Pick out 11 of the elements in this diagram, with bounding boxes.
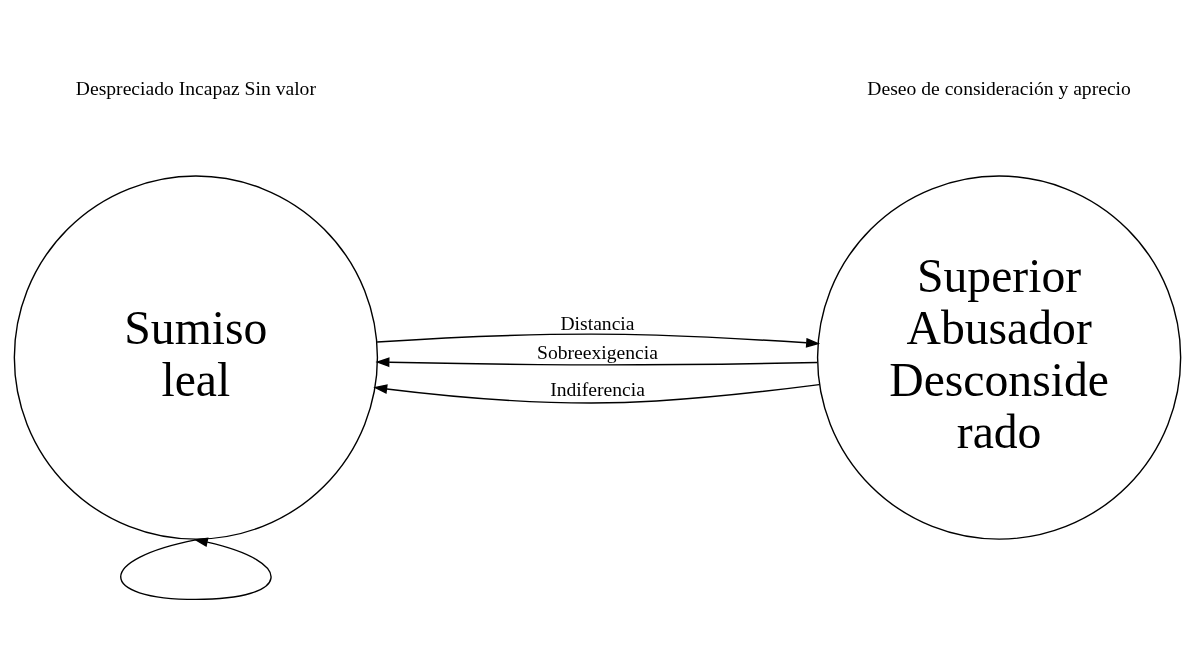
edge-label: Indiferencia bbox=[550, 378, 645, 400]
edge-label: Sobreexigencia bbox=[537, 342, 658, 364]
node-circle: Sumiso leal bbox=[13, 175, 379, 540]
label: Deseo de consideración y aprecio bbox=[867, 78, 1131, 100]
node-circle: Superior Abusador Desconside rado bbox=[816, 175, 1182, 540]
edge-label: Distancia bbox=[560, 312, 635, 334]
arrow bbox=[376, 333, 821, 348]
arrow bbox=[375, 357, 818, 368]
label: Despreciado Incapaz Sin valor bbox=[75, 78, 316, 100]
arrow bbox=[373, 383, 820, 404]
arrow bbox=[120, 537, 272, 601]
